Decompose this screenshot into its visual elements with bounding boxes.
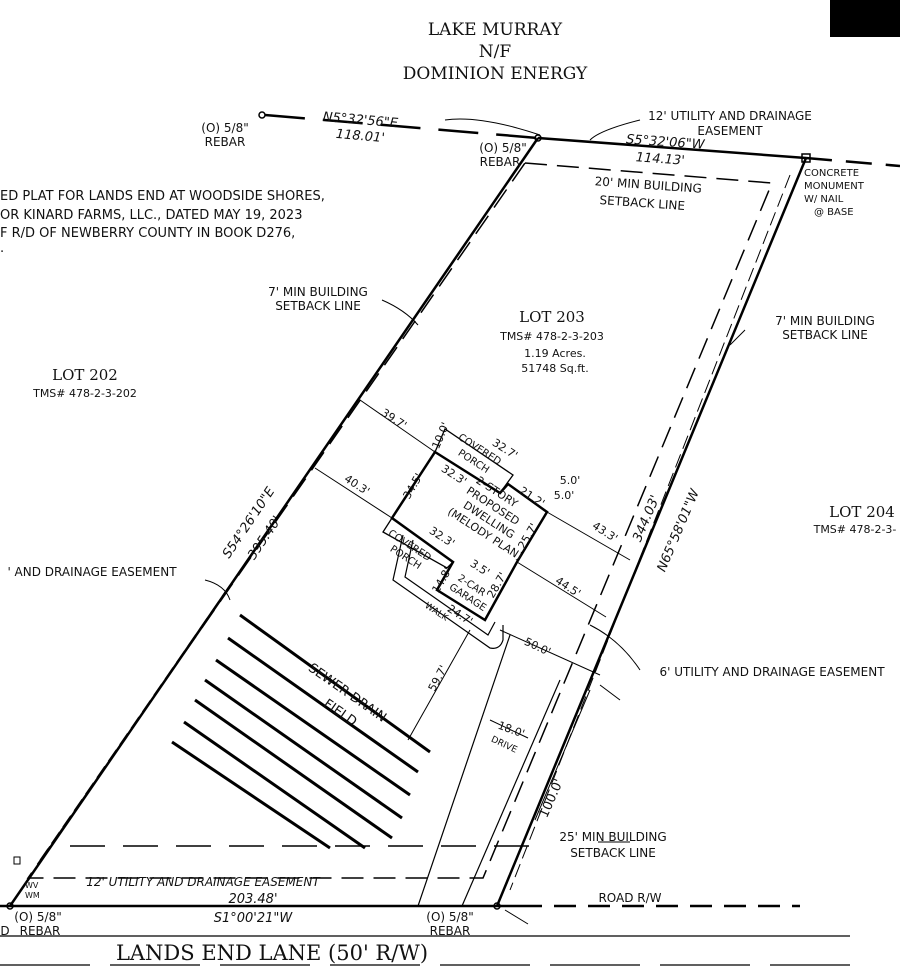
rebar-sw-label2: REBAR (20, 924, 61, 938)
utility-box-icon (13, 856, 21, 865)
setback-25-1: 25' MIN BUILDING (559, 830, 666, 844)
header-line1: LAKE MURRAY (428, 20, 563, 40)
dim-59-7: 59.7' (426, 663, 450, 693)
dim-21-2: 21.2' (517, 484, 547, 510)
dim-44-5: 44.5' (553, 574, 583, 600)
dim-10-0: 10.0' (429, 420, 452, 450)
lot-203-tms: TMS# 478-2-3-203 (499, 330, 604, 343)
bearing-north-left: N5°32'56"E (322, 110, 399, 132)
dim-5-0-b: 5.0' (554, 489, 575, 502)
cmls-logo (830, 0, 900, 37)
wv-label: WV (25, 881, 39, 890)
rebar-marker-nw (258, 111, 266, 119)
distance-north-left: 118.01' (335, 127, 385, 146)
top-easement-2: EASEMENT (697, 124, 763, 138)
concrete-monument-label: CONCRETE MONUMENT W/ NAIL @ BASE WV WM (25, 168, 865, 900)
setback-dashed-outline (26, 162, 774, 879)
distance-north: 114.13' (635, 150, 685, 168)
lot-202-name: LOT 202 (52, 366, 118, 384)
note-line: OR KINARD FARMS, LLC., DATED MAY 19, 202… (0, 208, 302, 223)
rebar-n-label2: REBAR (480, 155, 521, 169)
dim-5-0-a: 5.0' (560, 474, 581, 487)
dim-25-7: 25.7' (515, 521, 540, 551)
bearing-south: S1°00'21"W (214, 911, 294, 926)
setback-7e-2: SETBACK LINE (782, 328, 868, 342)
rebar-marker-sw (6, 902, 14, 910)
header: LAKE MURRAY N/F DOMINION ENERGY (403, 20, 588, 84)
note-line: ED PLAT FOR LANDS END AT WOODSIDE SHORES… (0, 189, 325, 204)
north-line-right-dashed (805, 156, 900, 168)
lot-204-name: LOT 204 (829, 503, 895, 521)
road-name: LANDS END LANE (50' R/W) (116, 941, 428, 965)
setback-25-2: SETBACK LINE (570, 846, 656, 860)
lot-204-tms: TMS# 478-2-3- (813, 523, 897, 536)
rebar-marker-n (534, 134, 542, 142)
rebar-marker-se (493, 902, 501, 910)
top-easement-1: 12' UTILITY AND DRAINAGE (648, 109, 812, 123)
north-boundary (537, 136, 807, 160)
setback-east-7 (509, 174, 791, 891)
rear-covered-porch (434, 428, 514, 494)
rebar-se-label2: REBAR (430, 924, 471, 938)
drive-label: DRIVE (489, 735, 519, 756)
dim-50-0: 50.0' (522, 635, 552, 658)
dim-3-5: 3.5' (468, 557, 492, 579)
dim-34-5: 34.5' (400, 471, 425, 501)
lot-202-tms: TMS# 478-2-3-202 (32, 387, 137, 400)
drive-line-left (417, 634, 511, 907)
header-line2: N/F (479, 42, 512, 62)
setback-7w-1: 7' MIN BUILDING (268, 285, 368, 299)
monument-line: MONUMENT (804, 181, 865, 192)
road-rw-label: ROAD R/W (598, 891, 661, 905)
distance-south: 203.48' (228, 892, 277, 907)
dim-39-7: 39.7' (379, 406, 409, 432)
dimension-lines (204, 118, 746, 925)
right-easement-label: 6' UTILITY AND DRAINAGE EASEMENT (659, 665, 885, 679)
wm-label: WM (25, 891, 40, 900)
lot-203-name: LOT 203 (519, 308, 585, 326)
d-fragment: D (0, 924, 9, 938)
drive-line-right (461, 679, 561, 907)
east-boundary (495, 157, 808, 907)
dim-43-3: 43.3' (590, 519, 620, 545)
dim-28-7: 28.7' (484, 570, 509, 600)
reference-note: ED PLAT FOR LANDS END AT WOODSIDE SHORES… (0, 189, 325, 256)
front-covered-porch (382, 517, 454, 569)
dim-40-3: 40.3' (342, 472, 372, 498)
bottom-easement-label: 12' UTILITY AND DRAINAGE EASEMENT (86, 875, 321, 889)
rebar-nw-label2: REBAR (205, 135, 246, 149)
setback-7e-1: 7' MIN BUILDING (775, 314, 875, 328)
monument-line: @ BASE (814, 207, 854, 218)
lot-203-acres: 1.19 Acres. (524, 347, 586, 360)
rebar-nw-label: (O) 5/8" (201, 121, 248, 135)
rebar-n-label: (O) 5/8" (479, 141, 526, 155)
rebar-se-label: (O) 5/8" (426, 910, 473, 924)
note-line: F R/D OF NEWBERRY COUNTY IN BOOK D276, (0, 226, 295, 241)
north-line-left-dashed (264, 113, 539, 140)
monument-line: W/ NAIL (804, 194, 844, 205)
concrete-monument-marker (801, 153, 811, 163)
monument-line: CONCRETE (804, 168, 859, 179)
bearing-north: S5°32'06"W (626, 132, 707, 153)
dim-32-3-rear: 32.3' (439, 462, 469, 488)
walk (392, 534, 504, 649)
rebar-sw-label: (O) 5/8" (14, 910, 61, 924)
note-line: . (0, 241, 4, 256)
setback-20-2: SETBACK LINE (599, 193, 685, 213)
header-line3: DOMINION ENERGY (403, 64, 588, 84)
setback-west-7 (39, 164, 521, 861)
setback-7w-2: SETBACK LINE (275, 299, 361, 313)
lot-203-sqft: 51748 Sq.ft. (521, 362, 588, 375)
sewer-drain-lines (171, 613, 431, 850)
left-easement-label: ' AND DRAINAGE EASEMENT (7, 565, 177, 579)
setback-20-1: 20' MIN BUILDING (594, 174, 702, 195)
